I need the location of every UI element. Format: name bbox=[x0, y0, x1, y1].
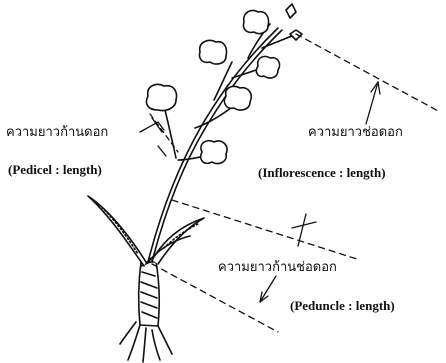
pedicel-label-thai: ความยาวก้านดอก bbox=[6, 126, 108, 139]
stem-base bbox=[139, 262, 160, 326]
roots bbox=[120, 322, 172, 362]
measurement-lines bbox=[140, 34, 440, 332]
leaves bbox=[88, 196, 204, 266]
pedicel-label-english: (Pedicel : length) bbox=[8, 163, 102, 176]
inflorescence-label-english: (Inflorescence : length) bbox=[258, 166, 386, 179]
peduncle-label-thai: ความยาวก้านช่อดอก bbox=[218, 261, 337, 274]
inflorescence-label-thai: ความยาวช่อดอก bbox=[308, 126, 403, 139]
peduncle-label-english: (Peduncle : length) bbox=[290, 299, 395, 312]
